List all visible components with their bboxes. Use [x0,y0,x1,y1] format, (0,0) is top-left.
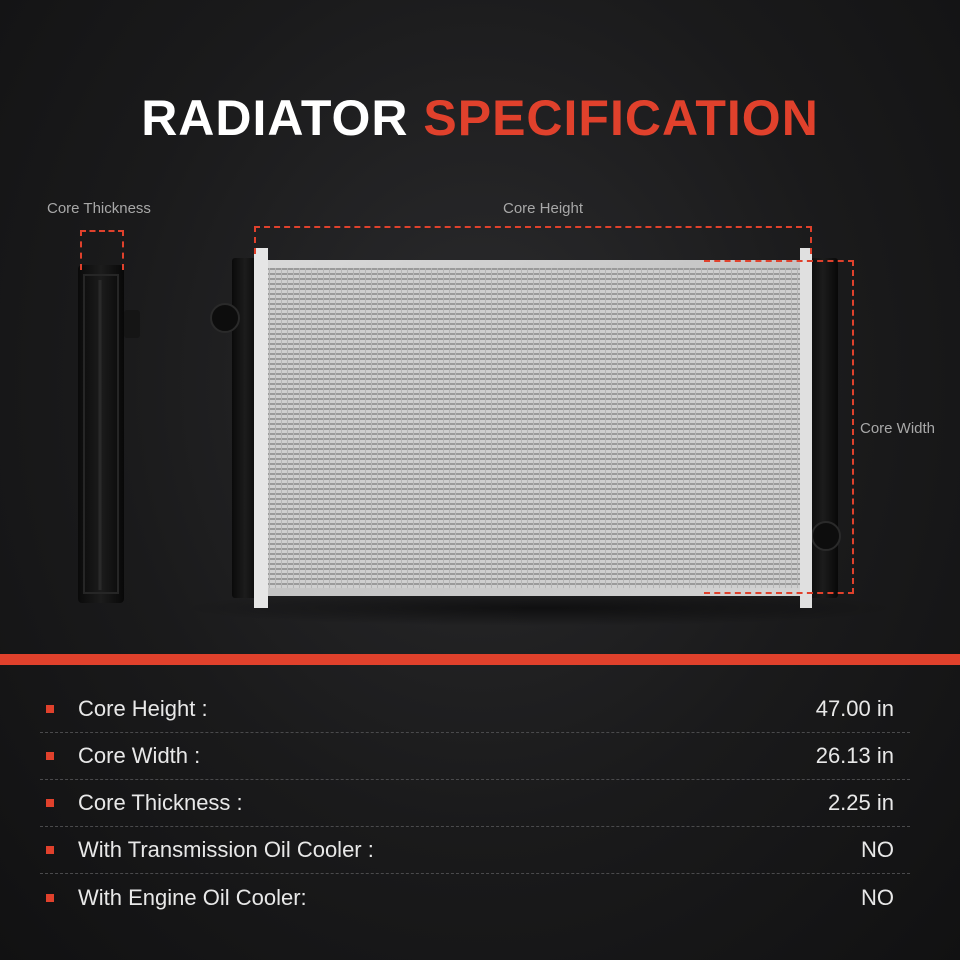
radiator-core [254,248,812,608]
height-right-dash [810,226,812,254]
core-height-label: Core Height [503,200,584,217]
title-word-specification: SPECIFICATION [423,90,819,146]
thickness-top-dash [80,230,124,232]
core-width-label: Core Width [860,420,936,437]
radiator-right-tank [808,258,841,598]
spec-row-engine-oil-cooler: With Engine Oil Cooler: NO [40,874,910,921]
spec-value: NO [861,837,894,862]
height-left-dash [254,226,256,254]
bullet-marker [46,705,54,713]
bullet-marker [46,893,54,902]
spec-value: 47.00 in [815,696,894,721]
radiator-left-tank [210,258,258,598]
radiator-side-view [78,265,140,603]
page-title: RADIATOR SPECIFICATION [0,88,960,148]
thickness-right-dash [122,230,124,270]
outlet-neck [811,521,841,551]
spec-label: Core Width : [78,743,201,768]
spec-label: With Engine Oil Cooler: [78,884,307,910]
spec-value: NO [861,884,894,910]
width-bottom-dash [704,592,854,594]
right-header-plate [800,248,812,608]
width-top-dash [704,260,854,262]
thickness-left-dash [80,230,82,270]
side-inlet [124,310,140,338]
width-right-dash [852,260,854,594]
spec-label: Core Thickness : [78,790,243,815]
left-header-plate [254,248,268,608]
radiator-illustration [78,248,900,626]
inlet-neck [210,303,240,333]
height-top-dash [254,226,812,228]
bullet-marker [46,752,54,760]
radiator-shadow [180,590,900,626]
accent-divider [0,654,960,665]
bullet-marker [46,799,54,807]
spec-label: Core Height : [78,696,208,721]
spec-label: With Transmission Oil Cooler : [78,837,374,862]
title-word-radiator: RADIATOR [141,90,409,146]
spec-value: 2.25 in [827,790,894,815]
spec-row-core-thickness: Core Thickness : 2.25 in [40,780,910,827]
spec-row-core-width: Core Width : 26.13 in [40,733,910,780]
spec-row-core-height: Core Height : 47.00 in [40,686,910,733]
left-tank-body [232,258,258,598]
core-fins [266,268,800,588]
spec-list: Core Height : 47.00 in Core Width : 26.1… [40,686,910,921]
bullet-marker [46,846,54,854]
core-thickness-label: Core Thickness [47,200,151,217]
right-tank-body [808,258,838,598]
side-tank-ribs [83,274,119,594]
spec-row-transmission-oil-cooler: With Transmission Oil Cooler : NO [40,827,910,874]
spec-value: 26.13 in [815,743,894,768]
